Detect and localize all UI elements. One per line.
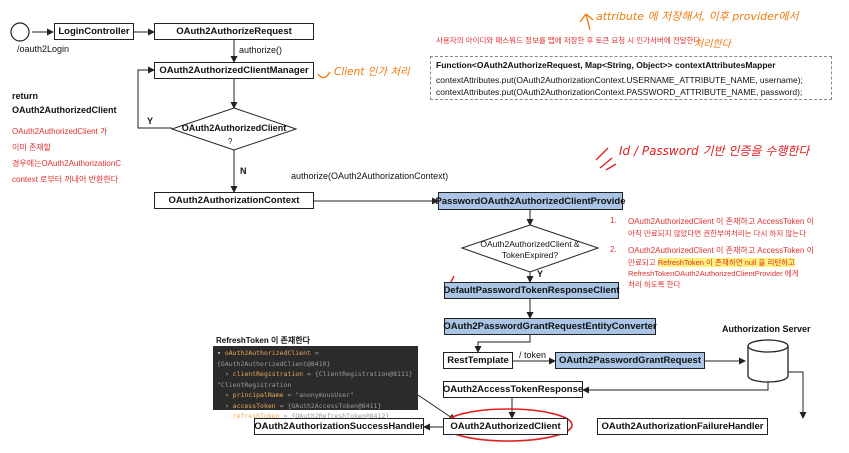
start-node xyxy=(10,22,30,42)
return-note-line3: 경우에는OAuth2AuthorizationC xyxy=(12,159,122,168)
edge-server-response xyxy=(582,378,769,394)
edge-debug-client xyxy=(417,394,456,421)
edge-converter-rest xyxy=(474,335,531,353)
authorization-server-database-icon xyxy=(747,339,789,383)
refresh-token-title: RefreshToken 이 존재한다 xyxy=(216,336,310,345)
failure-handler-box: OAuth2AuthorizationFailureHandler xyxy=(597,418,768,435)
debug-value: = {OAuth2RefreshToken@8412} xyxy=(283,412,390,420)
return-note-line2: 이미 존재할 xyxy=(12,143,52,152)
access-token-response-box: OAuth2AccessTokenResponse xyxy=(443,381,583,398)
debug-value: = "anonymousUser" xyxy=(287,391,354,399)
debugger-row[interactable]: › accessToken = {OAuth2AccessToken@8411} xyxy=(217,401,382,410)
debug-value: = {ClientRegistration@8111} "ClientRegis… xyxy=(217,370,413,389)
return-note-line4: context 로부터 꺼내어 반환한다 xyxy=(12,175,119,184)
context-mapper-title: Function<OAuth2AuthorizeRequest, Map<Str… xyxy=(436,60,776,70)
authorized-client-result-box: OAuth2AuthorizedClient xyxy=(443,418,568,435)
note2-line2-start: 만료되고 xyxy=(628,258,658,267)
context-attributes-mapper-box: Function<OAuth2AuthorizeRequest, Map<Str… xyxy=(430,56,832,100)
note2-number: 2. xyxy=(610,245,617,254)
handwritten-up-arrow xyxy=(579,13,594,31)
note1-line1: OAuth2AuthorizedClient 이 존재하고 AccessToke… xyxy=(628,217,815,226)
handwritten-attribute-note-2: 처리한다 xyxy=(694,39,731,50)
token-path-label: / token xyxy=(519,350,547,360)
authorize-request-box: OAuth2AuthorizeRequest xyxy=(154,23,314,40)
debug-key: principalName xyxy=(232,391,284,399)
debug-key: refreshToken xyxy=(232,412,280,420)
return-label-line1: return xyxy=(12,91,39,101)
debugger-row[interactable]: › principalName = "anonymousUser" xyxy=(217,391,354,399)
debugger-row[interactable]: › refreshToken = {OAuth2RefreshToken@841… xyxy=(217,412,390,420)
authorize-context-call-label: authorize(OAuth2AuthorizationContext) xyxy=(291,171,449,181)
note1-number: 1. xyxy=(610,216,617,225)
top-note: 사용자의 아이디와 패스워드 정보를 맵에 저장한 후 토큰 요청 시 인가서버… xyxy=(436,36,701,45)
debug-value: = {OAuth2AccessToken@8411} xyxy=(279,401,382,410)
debugger-row[interactable]: ▾ oAuth2AuthorizedClient = {OAuth2Author… xyxy=(217,349,331,368)
entity-converter-box: OAuth2PasswordGrantRequestEntityConverte… xyxy=(443,318,657,335)
decision-diamond-authorized-client xyxy=(170,107,298,151)
note2-line4: 처리 하도록 한다 xyxy=(628,280,681,289)
debug-key: clientRegistration xyxy=(232,370,304,378)
login-controller-box: LoginController xyxy=(54,23,134,40)
yes-down-label: Y xyxy=(537,269,544,279)
rest-template-box: RestTemplate xyxy=(443,352,513,369)
return-label-line2: OAuth2AuthorizedClient xyxy=(12,105,117,115)
diamond2-label-line1: OAuth2AuthorizedClient & xyxy=(480,239,580,249)
diamond1-label: OAuth2AuthorizedClient xyxy=(181,123,287,133)
authorization-context-box: OAuth2AuthorizationContext xyxy=(154,192,314,209)
yes-branch-label: Y xyxy=(147,116,154,126)
return-note-line1: OAuth2AuthorizedClient 가 xyxy=(12,127,108,136)
note2-line2: 만료되고 RefreshToken 이 존재하면 null 을 리턴하고 xyxy=(628,257,796,268)
decision-diamond-token-expired xyxy=(460,224,600,273)
edge-server-failure xyxy=(788,371,807,419)
context-mapper-line2: contextAttributes.put(OAuth2Authorizatio… xyxy=(436,87,803,97)
handwritten-idpw-note: Id / Password 기반 인증을 수행한다 xyxy=(619,144,810,158)
authorize-call-label: authorize() xyxy=(239,45,283,55)
password-grant-request-box: OAuth2PasswordGrantRequest xyxy=(555,352,705,369)
debug-value: = {OAuth2AuthorizedClient@8410} xyxy=(217,349,331,368)
note1-line2: 아직 만료되지 않았다면 권한부여처리는 다시 하지 않는다 xyxy=(628,229,807,238)
debug-key: accessToken xyxy=(232,401,276,410)
password-provider-box: PasswordOAuth2AuthorizedClientProvide xyxy=(435,192,626,210)
note2-highlight: RefreshToken 이 존재하면 null 을 리턴하고 xyxy=(657,258,796,267)
note2-line1: OAuth2AuthorizedClient 이 존재하고 AccessToke… xyxy=(628,246,815,255)
diamond2-label-line2: TokenExpired? xyxy=(501,250,559,260)
handwritten-client-note: Client 인가 처리 xyxy=(334,66,410,78)
authorization-server-label: Authorization Server xyxy=(722,324,811,334)
handwritten-emphasis-strokes xyxy=(595,147,617,171)
no-branch-label: N xyxy=(240,166,247,176)
debug-key: oAuth2AuthorizedClient xyxy=(224,349,311,357)
default-response-client-box: DefaultPasswordTokenResponseClient xyxy=(443,282,620,299)
edge-diamond-yes-loop xyxy=(137,66,172,129)
client-manager-box: OAuth2AuthorizedClientManager xyxy=(154,62,314,79)
context-mapper-line1: contextAttributes.put(OAuth2Authorizatio… xyxy=(436,75,803,85)
note2-line3: RefreshTokenOAuth2AuthorizedClientProvid… xyxy=(628,269,799,278)
diamond1-question: ? xyxy=(228,137,233,146)
success-handler-box: OAuth2AuthorizationSuccessHandler xyxy=(254,418,424,435)
oauth2-login-label: /oauth2Login xyxy=(17,44,70,54)
debugger-row[interactable]: › clientRegistration = {ClientRegistrati… xyxy=(217,370,413,389)
handwritten-check-mark xyxy=(317,71,331,79)
debugger-variables-panel: ▾ oAuth2AuthorizedClient = {OAuth2Author… xyxy=(213,346,418,420)
handwritten-attribute-note: attribute 에 저장해서, 이후 provider에서 xyxy=(596,10,799,23)
